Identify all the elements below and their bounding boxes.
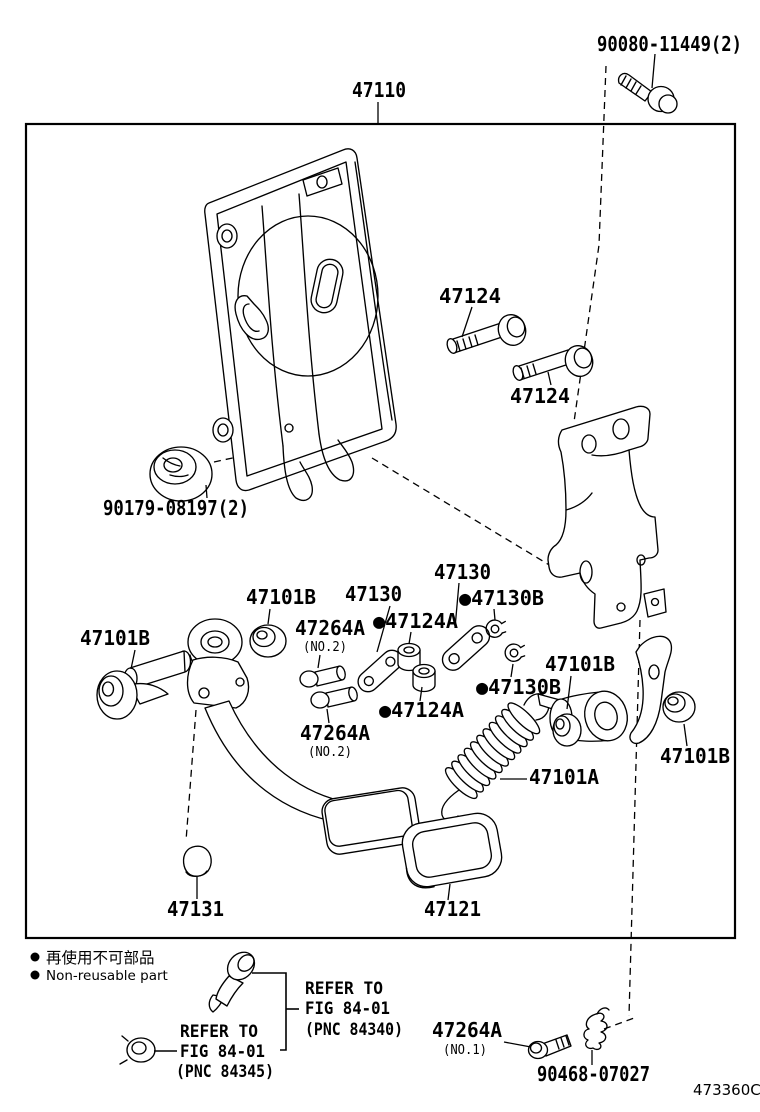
drawing-nut-90179 — [149, 446, 213, 502]
part-labels: 47110 90080-11449(2) 47124 47124 90179-0… — [80, 32, 742, 1086]
label-no2-upper: (NO.2) — [303, 640, 347, 655]
label-90468-07027: 90468-07027 — [537, 1062, 650, 1086]
drawing-pad-cover-47121 — [401, 812, 503, 889]
drawing-plug-47131 — [182, 845, 212, 878]
legend: 再使用不可部品 Non-reusable part — [30, 949, 168, 984]
refer-block-right: REFER TO FIG 84-01 (PNC 84340) — [305, 979, 403, 1039]
label-47130b-upper: ●47130B — [459, 586, 544, 610]
drawing-bolt-47264a-no1 — [527, 1034, 572, 1060]
refer-pnc-84340: (PNC 84340) — [305, 1020, 403, 1039]
drawing-bolt-47124-upper — [446, 314, 527, 354]
label-47110: 47110 — [352, 78, 406, 102]
drawing-support-bracket — [547, 405, 667, 629]
drawing-stop-bracket — [629, 635, 673, 745]
non-reusable-marker-icon — [30, 952, 40, 962]
drawing-clevis-assembly — [537, 690, 628, 747]
drawing-nut-47101b-upper — [249, 624, 287, 658]
drawing-pedal-arm — [186, 618, 421, 855]
label-47124a-upper: ●47124A — [373, 609, 458, 633]
label-47124-lower: 47124 — [510, 384, 570, 408]
drawing-nut-47101b-right — [662, 691, 696, 723]
label-47264a-no1: 47264A — [432, 1018, 502, 1042]
diagram-frame — [24, 122, 737, 940]
drawing-bolt-47124-lower — [512, 345, 594, 381]
label-47101b-1: 47101B — [80, 626, 150, 650]
label-47101b-4: 47101B — [660, 744, 730, 768]
label-47101b-2: 47101B — [246, 585, 316, 609]
label-no2-lower: (NO.2) — [308, 745, 352, 760]
legend-jp: 再使用不可部品 — [46, 949, 155, 967]
legend-en: Non-reusable part — [46, 968, 168, 984]
non-reusable-marker-icon — [30, 970, 40, 980]
drawing-clip-47130b-lower — [504, 643, 526, 662]
label-47121: 47121 — [424, 897, 481, 921]
drawing-clip-47130b-upper — [485, 619, 507, 638]
refer-to-line: REFER TO — [180, 1022, 258, 1041]
refer-fig-line: FIG 84-01 — [180, 1042, 265, 1061]
drawing-spacer-47124a-lower — [412, 663, 436, 693]
drawing-clip-90468 — [583, 1007, 610, 1051]
label-90080-11449: 90080-11449(2) — [597, 32, 742, 56]
label-47130b-lower: ●47130B — [476, 675, 561, 699]
leader-lines — [130, 53, 688, 1065]
label-47124-upper: 47124 — [439, 284, 501, 308]
drawing-pedal-bracket-47110 — [204, 148, 397, 502]
label-47130-right: 47130 — [434, 560, 491, 584]
drawing-spring-47101a — [441, 693, 550, 822]
drawing-code: 473360C — [693, 1081, 760, 1099]
label-47101a: 47101A — [529, 765, 599, 789]
drawing-bolt-90080 — [617, 72, 678, 114]
refer-block-left: REFER TO FIG 84-01 (PNC 84345) — [176, 1022, 274, 1081]
refer-fig-line: FIG 84-01 — [305, 999, 390, 1018]
label-47131: 47131 — [167, 897, 224, 921]
label-47130-left: 47130 — [345, 582, 402, 606]
label-47264a-no2-upper: 47264A — [295, 616, 365, 640]
refer-pnc-84345: (PNC 84345) — [176, 1062, 274, 1081]
label-90179-08197: 90179-08197(2) — [103, 496, 249, 520]
label-47124a-lower: ●47124A — [379, 698, 464, 722]
drawing-switch — [208, 951, 256, 1013]
drawing-bushing-47101b-left — [96, 670, 169, 720]
refer-to-line: REFER TO — [305, 979, 383, 998]
label-47264a-no2-lower: 47264A — [300, 721, 370, 745]
drawing-bolts-47264a-no2 — [299, 665, 358, 709]
label-no1: (NO.1) — [443, 1043, 487, 1058]
drawing-grommet — [119, 1035, 156, 1065]
label-47101b-3: 47101B — [545, 652, 615, 676]
